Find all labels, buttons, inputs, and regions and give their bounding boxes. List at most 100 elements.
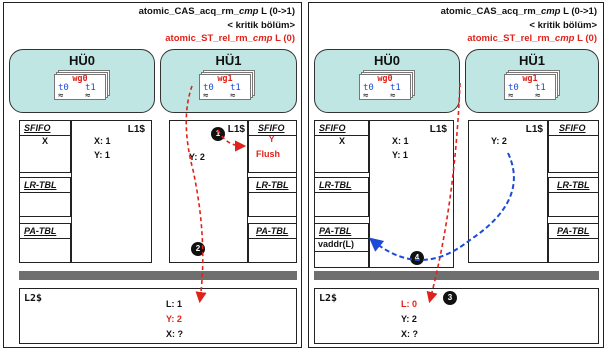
thread-t0: t0≈ [203, 83, 214, 101]
code-st-prefix: atomic_ST_rel_rm_ [165, 33, 253, 44]
l1-label: L1$ [127, 124, 145, 135]
hu0-l1-cache: L1$ X: 1 Y: 1 [369, 120, 454, 268]
l2-cache: L2$ L: 1 Y: 2 X: ? [19, 288, 297, 344]
hu0-title: HÜ0 [68, 53, 95, 68]
lr-tbl-label: LR-TBL [24, 180, 57, 190]
compute-unit-hu1: HÜ1 wg1 t0≈ t1≈ [465, 49, 599, 113]
hu0-sfifo: SFIFO X [19, 120, 71, 173]
hu0-title: HÜ0 [373, 53, 400, 68]
hu1-pa-tbl: PA-TBL [248, 223, 297, 263]
l1-line: X: 1 [94, 136, 111, 146]
lr-tbl-label: LR-TBL [557, 180, 590, 190]
l2-line: Y: 2 [401, 314, 417, 324]
thread-t0: t0≈ [363, 83, 374, 101]
code-cas-prefix: atomic_CAS_acq_rm_ [440, 6, 541, 17]
code-cas-suffix: L (0->1) [560, 6, 597, 17]
wg0-label: wg0 [72, 74, 88, 84]
l1-label: L1$ [525, 124, 543, 135]
flush-label: Flush [256, 149, 280, 159]
hu1-title: HÜ1 [518, 53, 545, 68]
hu0-pa-tbl: PA-TBL vaddr(L) [314, 223, 369, 268]
hu1-sfifo: SFIFO [548, 120, 599, 173]
step-marker-3: 3 [443, 291, 457, 305]
code-cas-scope: cmp [540, 6, 561, 17]
l2-label: L2$ [24, 293, 43, 304]
code-line-cas: atomic_CAS_acq_rm_cmp L (0->1) [139, 6, 295, 17]
pa-tbl-label: PA-TBL [256, 226, 289, 236]
workgroup-wg1: wg1 t0≈ t1≈ [199, 70, 255, 104]
code-st-prefix: atomic_ST_rel_rm_ [467, 33, 555, 44]
code-st-scope: cmp [252, 33, 273, 44]
step-marker-4: 4 [410, 251, 424, 265]
hu1-l1-cache: L1$ Y: 2 [468, 120, 548, 263]
l2-line: X: ? [166, 329, 183, 339]
l1-label: L1$ [429, 124, 447, 135]
l2-line: L: 0 [401, 299, 418, 309]
hu0-lr-tbl: LR-TBL [314, 177, 369, 217]
hu1-lr-tbl: LR-TBL [248, 177, 297, 217]
thread-t1: t1≈ [535, 83, 546, 101]
sfifo-entry: X [339, 136, 346, 146]
hu1-sfifo: SFIFO Y [248, 120, 297, 173]
l1-line: X: 1 [392, 136, 409, 146]
pa-tbl-label: PA-TBL [24, 226, 57, 236]
thread-t0: t0≈ [58, 83, 69, 101]
step-marker-1: 1 [211, 127, 225, 141]
thread-t1: t1≈ [230, 83, 241, 101]
hu0-pa-tbl: PA-TBL [19, 223, 71, 263]
hu0-sfifo: SFIFO X [314, 120, 369, 173]
sfifo-label: SFIFO [258, 123, 285, 133]
sfifo-label: SFIFO [559, 123, 586, 133]
sfifo-label: SFIFO [24, 123, 51, 133]
left-panel: atomic_CAS_acq_rm_cmp L (0->1) < kritik … [3, 2, 302, 348]
hu1-title: HÜ1 [215, 53, 242, 68]
sfifo-label: SFIFO [319, 123, 346, 133]
thread-t1: t1≈ [390, 83, 401, 101]
code-cas-scope: cmp [238, 6, 259, 17]
pa-tbl-label: PA-TBL [319, 226, 352, 236]
thread-t0: t0≈ [508, 83, 519, 101]
wg0-label: wg0 [377, 74, 393, 84]
code-st-suffix: L (0) [272, 33, 295, 44]
code-line-st: atomic_ST_rel_rm_cmp L (0) [467, 33, 597, 44]
l2-label: L2$ [319, 293, 338, 304]
code-line-critical: < kritik bölüm> [227, 20, 295, 31]
right-panel: atomic_CAS_acq_rm_cmp L (0->1) < kritik … [308, 2, 604, 348]
hu0-lr-tbl: LR-TBL [19, 177, 71, 217]
sfifo-entry: X [42, 136, 49, 146]
pa-tbl-label: PA-TBL [557, 226, 590, 236]
wg1-label: wg1 [522, 74, 538, 84]
l1-line: Y: 1 [392, 150, 408, 160]
hu0-l1-cache: L1$ X: 1 Y: 1 [71, 120, 152, 263]
l2-line: L: 1 [166, 299, 183, 309]
sfifo-entry: Y [269, 135, 275, 144]
pa-tbl-entry: vaddr(L) [318, 239, 354, 249]
workgroup-wg1: wg1 t0≈ t1≈ [504, 70, 560, 104]
code-st-suffix: L (0) [574, 33, 597, 44]
interconnect-bar [314, 271, 599, 280]
l2-line: X: ? [401, 329, 418, 339]
step-marker-2: 2 [191, 242, 205, 256]
code-cas-prefix: atomic_CAS_acq_rm_ [138, 6, 239, 17]
code-line-cas: atomic_CAS_acq_rm_cmp L (0->1) [441, 6, 597, 17]
hu1-pa-tbl: PA-TBL [548, 223, 599, 263]
l2-line: Y: 2 [166, 314, 182, 324]
workgroup-wg0: wg0 t0≈ t1≈ [359, 70, 415, 104]
lr-tbl-label: LR-TBL [256, 180, 289, 190]
thread-t1: t1≈ [85, 83, 96, 101]
interconnect-bar [19, 271, 297, 280]
code-cas-suffix: L (0->1) [258, 6, 295, 17]
lr-tbl-label: LR-TBL [319, 180, 352, 190]
workgroup-wg0: wg0 t0≈ t1≈ [54, 70, 110, 104]
code-line-st: atomic_ST_rel_rm_cmp L (0) [165, 33, 295, 44]
code-line-critical: < kritik bölüm> [529, 20, 597, 31]
hu1-l1-cache: L1$ Y: 2 [169, 120, 248, 263]
l1-label: L1$ [227, 124, 245, 135]
compute-unit-hu0: HÜ0 wg0 t0≈ t1≈ [314, 49, 460, 113]
l1-line: Y: 1 [94, 150, 110, 160]
l1-line: Y: 2 [491, 136, 507, 146]
l1-line: Y: 2 [189, 152, 205, 162]
wg1-label: wg1 [217, 74, 233, 84]
code-st-scope: cmp [554, 33, 575, 44]
hu1-lr-tbl: LR-TBL [548, 177, 599, 217]
